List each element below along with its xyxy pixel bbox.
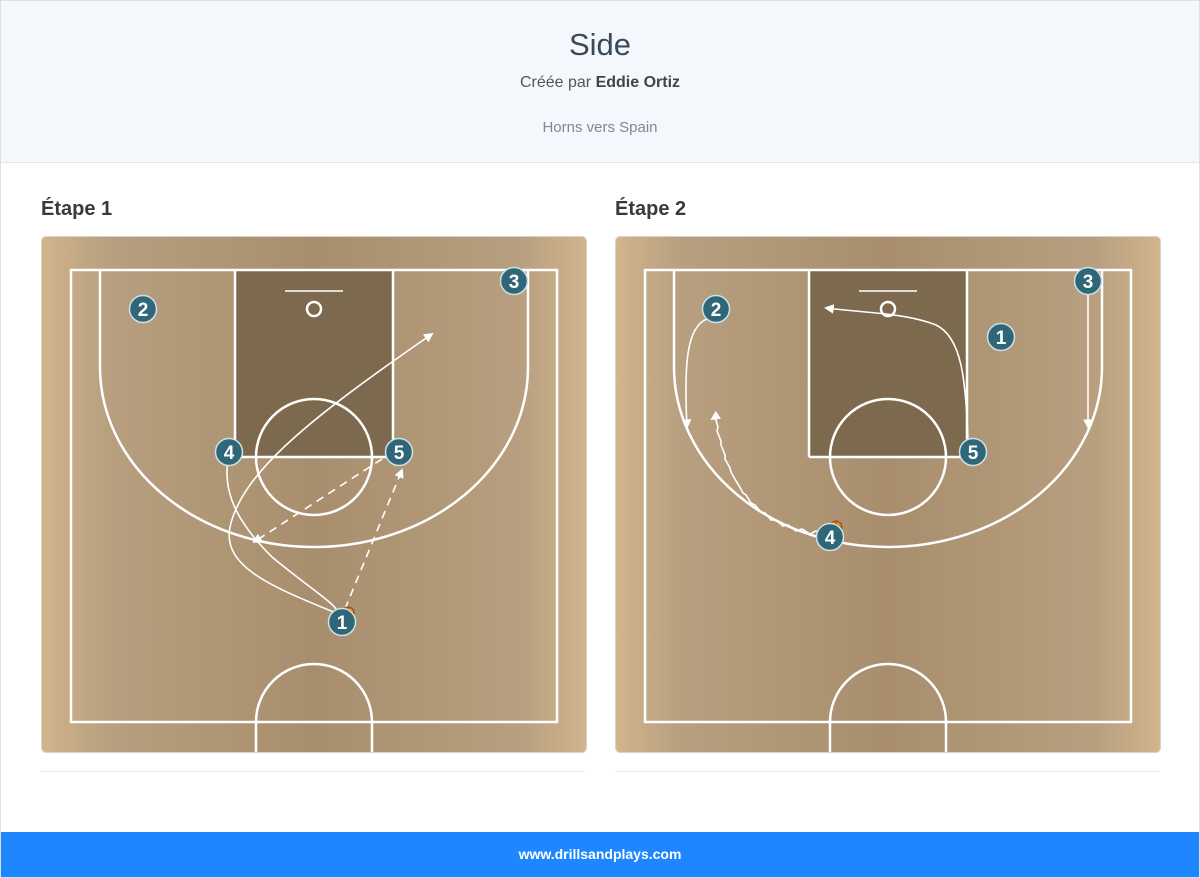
player-number: 2 <box>138 300 149 321</box>
play-header: Side Créée par Eddie Ortiz Horns vers Sp… <box>1 1 1199 163</box>
player-token-4[interactable]: 4 <box>214 437 244 467</box>
court-lines <box>69 268 559 724</box>
player-token-1[interactable]: 1 <box>986 322 1016 352</box>
player-token-5[interactable]: 5 <box>958 437 988 467</box>
player-token-3[interactable]: 3 <box>1073 266 1103 296</box>
screen-path-player-4 <box>226 458 337 610</box>
player-number: 1 <box>996 328 1007 349</box>
step-2-divider <box>615 771 1159 772</box>
pass-path-1-to-5 <box>344 468 404 610</box>
player-number: 4 <box>825 528 836 549</box>
court-diagram-step-2: 1 2 3 4 5 <box>615 236 1161 753</box>
player-token-2[interactable]: 2 <box>128 294 158 324</box>
player-token-4[interactable]: 4 <box>815 522 845 552</box>
player-number: 3 <box>1083 272 1094 293</box>
cut-path-player-1 <box>228 332 434 616</box>
author-name: Eddie Ortiz <box>595 74 681 91</box>
player-number: 4 <box>224 443 235 464</box>
play-actions <box>226 332 434 616</box>
court-lines <box>643 268 1133 724</box>
player-number: 3 <box>509 272 520 293</box>
player-token-1[interactable]: 1 <box>327 607 357 637</box>
court-diagram-step-1: 1 2 3 4 5 <box>41 236 587 753</box>
player-token-2[interactable]: 2 <box>701 294 731 324</box>
page-title: Side <box>568 27 632 62</box>
cut-path-player-2 <box>681 318 708 429</box>
player-number: 1 <box>337 613 348 634</box>
play-subtitle: Horns vers Spain <box>542 119 658 136</box>
player-token-3[interactable]: 3 <box>499 266 529 296</box>
step-1-divider <box>41 771 585 772</box>
dribble-path-player-4 <box>714 416 827 535</box>
step-1-title: Étape 1 <box>41 198 113 220</box>
step-2-title: Étape 2 <box>615 198 687 220</box>
player-number: 5 <box>968 443 979 464</box>
player-token-5[interactable]: 5 <box>384 437 414 467</box>
paint-area <box>809 270 967 457</box>
author-line: Créée par Eddie Ortiz <box>1 74 1199 92</box>
player-number: 5 <box>394 443 405 464</box>
created-by-label: Créée par <box>519 74 592 91</box>
cut-path-player-5 <box>824 304 969 443</box>
paint-area <box>235 270 393 457</box>
pass-path-5-to-corner <box>252 458 383 544</box>
play-actions <box>681 295 1093 535</box>
player-number: 2 <box>711 300 722 321</box>
site-footer: www.drillsandplays.com <box>1 832 1199 877</box>
dribble-arrowhead <box>710 410 722 421</box>
footer-site-link[interactable]: www.drillsandplays.com <box>518 846 682 862</box>
